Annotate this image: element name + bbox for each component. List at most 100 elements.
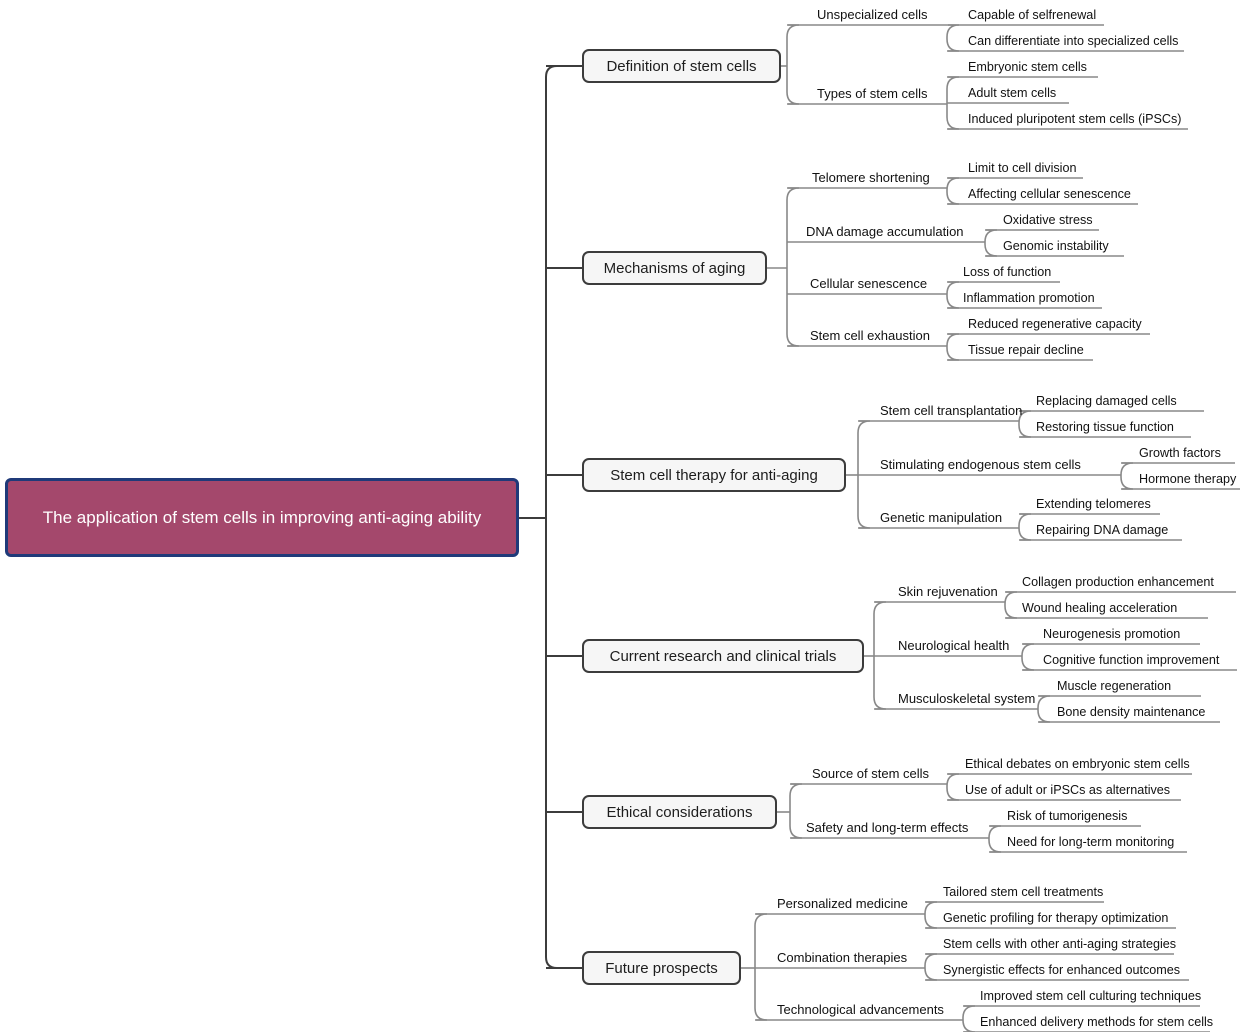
leaf-node[interactable]: Improved stem cell culturing techniques (980, 989, 1201, 1005)
leaf-node[interactable]: Extending telomeres (1036, 497, 1151, 513)
leaf-node[interactable]: Can differentiate into specialized cells (968, 34, 1178, 50)
sub-branch-node-label: Genetic manipulation (880, 510, 1003, 525)
branch-node-label: Future prospects (605, 959, 718, 977)
leaf-node-label: Adult stem cells (968, 86, 1057, 100)
branch-node-1[interactable]: Definition of stem cells (582, 49, 781, 83)
leaf-node[interactable]: Induced pluripotent stem cells (iPSCs) (968, 112, 1182, 128)
leaf-node-label: Limit to cell division (968, 161, 1077, 175)
branch-node-4[interactable]: Current research and clinical trials (582, 639, 864, 673)
leaf-node[interactable]: Repairing DNA damage (1036, 523, 1168, 539)
root-node-label: The application of stem cells in improvi… (42, 508, 482, 527)
leaf-node-label: Risk of tumorigenesis (1007, 809, 1128, 823)
leaf-node-label: Bone density maintenance (1057, 705, 1206, 719)
leaf-node[interactable]: Capable of selfrenewal (968, 8, 1096, 24)
branch-node-5[interactable]: Ethical considerations (582, 795, 777, 829)
leaf-node[interactable]: Reduced regenerative capacity (968, 317, 1142, 333)
leaf-node[interactable]: Risk of tumorigenesis (1007, 809, 1127, 825)
sub-branch-node[interactable]: Safety and long-term effects (806, 820, 968, 837)
leaf-node[interactable]: Oxidative stress (1003, 213, 1093, 229)
leaf-node-label: Stem cells with other anti-aging strateg… (943, 937, 1177, 951)
sub-branch-node[interactable]: Stimulating endogenous stem cells (880, 457, 1081, 474)
leaf-node-label: Wound healing acceleration (1022, 601, 1178, 615)
sub-branch-node[interactable]: Personalized medicine (777, 896, 908, 913)
leaf-node-label: Embryonic stem cells (968, 60, 1087, 74)
leaf-node[interactable]: Tailored stem cell treatments (943, 885, 1103, 901)
leaf-node[interactable]: Inflammation promotion (963, 291, 1095, 307)
sub-branch-node-label: Cellular senescence (810, 276, 928, 291)
leaf-node-label: Need for long-term monitoring (1007, 835, 1175, 849)
leaf-node[interactable]: Limit to cell division (968, 161, 1077, 177)
sub-branch-node-label: Types of stem cells (817, 86, 928, 101)
sub-branch-node[interactable]: Genetic manipulation (880, 510, 1002, 527)
leaf-node[interactable]: Need for long-term monitoring (1007, 835, 1174, 851)
branch-node-3[interactable]: Stem cell therapy for anti-aging (582, 458, 846, 492)
leaf-node[interactable]: Growth factors (1139, 446, 1221, 462)
leaf-node[interactable]: Hormone therapy (1139, 472, 1236, 488)
sub-branch-node[interactable]: Unspecialized cells (817, 7, 928, 24)
leaf-node[interactable]: Synergistic effects for enhanced outcome… (943, 963, 1180, 979)
sub-branch-node-label: Personalized medicine (777, 896, 908, 911)
leaf-node-label: Use of adult or iPSCs as alternatives (965, 783, 1171, 797)
leaf-node-label: Cognitive function improvement (1043, 653, 1220, 667)
leaf-node[interactable]: Muscle regeneration (1057, 679, 1171, 695)
sub-branch-node-label: Safety and long-term effects (806, 820, 969, 835)
leaf-node[interactable]: Genomic instability (1003, 239, 1109, 255)
leaf-node[interactable]: Use of adult or iPSCs as alternatives (965, 783, 1170, 799)
leaf-node-label: Muscle regeneration (1057, 679, 1172, 693)
leaf-node[interactable]: Genetic profiling for therapy optimizati… (943, 911, 1168, 927)
leaf-node[interactable]: Neurogenesis promotion (1043, 627, 1180, 643)
leaf-node-label: Extending telomeres (1036, 497, 1151, 511)
sub-branch-node[interactable]: Stem cell transplantation (880, 403, 1022, 420)
leaf-node[interactable]: Loss of function (963, 265, 1051, 281)
leaf-node[interactable]: Embryonic stem cells (968, 60, 1087, 76)
sub-branch-node-label: Skin rejuvenation (898, 584, 998, 599)
root-node[interactable]: The application of stem cells in improvi… (5, 478, 519, 557)
sub-branch-node[interactable]: Types of stem cells (817, 86, 928, 103)
sub-branch-node-label: Source of stem cells (812, 766, 930, 781)
sub-branch-node[interactable]: Neurological health (898, 638, 1009, 655)
branch-node-6[interactable]: Future prospects (582, 951, 741, 985)
leaf-node[interactable]: Adult stem cells (968, 86, 1056, 102)
leaf-node-label: Growth factors (1139, 446, 1221, 460)
sub-branch-node[interactable]: Combination therapies (777, 950, 907, 967)
sub-branch-node[interactable]: Musculoskeletal system (898, 691, 1035, 708)
sub-branch-node-label: Combination therapies (777, 950, 908, 965)
leaf-node[interactable]: Collagen production enhancement (1022, 575, 1214, 591)
leaf-node[interactable]: Bone density maintenance (1057, 705, 1205, 721)
sub-branch-node[interactable]: Technological advancements (777, 1002, 944, 1019)
sub-branch-node-label: Stimulating endogenous stem cells (880, 457, 1081, 472)
leaf-node-label: Can differentiate into specialized cells (968, 34, 1179, 48)
leaf-node[interactable]: Enhanced delivery methods for stem cells (980, 1015, 1213, 1031)
leaf-node-label: Capable of selfrenewal (968, 8, 1097, 22)
leaf-node-label: Tissue repair decline (968, 343, 1084, 357)
leaf-node[interactable]: Affecting cellular senescence (968, 187, 1131, 203)
branch-node-label: Definition of stem cells (606, 57, 757, 75)
sub-branch-node[interactable]: Cellular senescence (810, 276, 927, 293)
leaf-node-label: Oxidative stress (1003, 213, 1093, 227)
sub-branch-node[interactable]: DNA damage accumulation (806, 224, 964, 241)
leaf-node[interactable]: Stem cells with other anti-aging strateg… (943, 937, 1176, 953)
leaf-node-label: Loss of function (963, 265, 1052, 279)
sub-branch-node[interactable]: Stem cell exhaustion (810, 328, 930, 345)
leaf-node[interactable]: Cognitive function improvement (1043, 653, 1219, 669)
leaf-node[interactable]: Ethical debates on embryonic stem cells (965, 757, 1190, 773)
leaf-node-label: Reduced regenerative capacity (968, 317, 1142, 331)
leaf-node-label: Ethical debates on embryonic stem cells (965, 757, 1190, 771)
leaf-node-label: Replacing damaged cells (1036, 394, 1177, 408)
sub-branch-node[interactable]: Telomere shortening (812, 170, 930, 187)
leaf-node[interactable]: Wound healing acceleration (1022, 601, 1177, 617)
leaf-node-label: Affecting cellular senescence (968, 187, 1131, 201)
leaf-node-label: Induced pluripotent stem cells (iPSCs) (968, 112, 1182, 126)
leaf-node[interactable]: Restoring tissue function (1036, 420, 1174, 436)
sub-branch-node-label: Stem cell exhaustion (810, 328, 930, 343)
leaf-node-label: Neurogenesis promotion (1043, 627, 1181, 641)
leaf-node[interactable]: Replacing damaged cells (1036, 394, 1177, 410)
sub-branch-node[interactable]: Skin rejuvenation (898, 584, 998, 601)
leaf-node[interactable]: Tissue repair decline (968, 343, 1084, 359)
leaf-node-label: Tailored stem cell treatments (943, 885, 1104, 899)
sub-branch-node-label: Musculoskeletal system (898, 691, 1036, 706)
sub-branch-node-label: Technological advancements (777, 1002, 944, 1017)
sub-branch-node[interactable]: Source of stem cells (812, 766, 929, 783)
branch-node-2[interactable]: Mechanisms of aging (582, 251, 767, 285)
sub-branch-node-label: Unspecialized cells (817, 7, 928, 22)
